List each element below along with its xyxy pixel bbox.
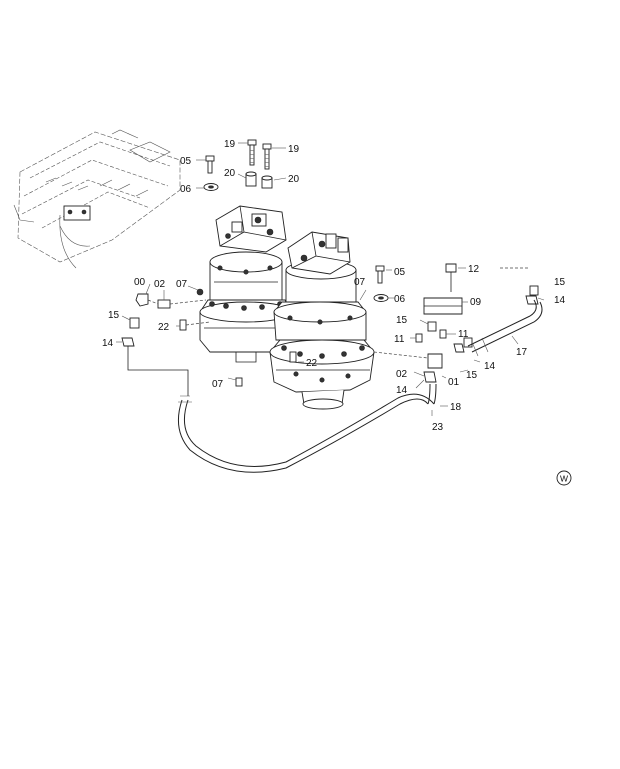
drain-hose <box>127 346 435 473</box>
label-02: 02 <box>396 369 408 380</box>
label-17: 17 <box>516 347 528 358</box>
machine-outline <box>13 129 181 269</box>
leader-lines <box>116 142 545 416</box>
label-14: 14 <box>102 338 114 349</box>
revision-mark-w: W <box>556 470 572 486</box>
label-07: 07 <box>176 279 188 290</box>
label-15: 15 <box>108 310 120 321</box>
right-fittings <box>373 263 543 405</box>
label-15: 15 <box>466 370 478 381</box>
left-fittings <box>121 288 297 387</box>
label-23: 23 <box>432 422 444 433</box>
label-22: 22 <box>306 358 318 369</box>
top-fasteners <box>203 139 389 302</box>
label-22: 22 <box>158 322 170 333</box>
label-07: 07 <box>354 277 366 288</box>
label-11: 11 <box>394 334 405 345</box>
label-12: 12 <box>468 264 480 275</box>
label-01: 01 <box>448 377 460 388</box>
label-15: 15 <box>554 277 566 288</box>
label-20: 20 <box>224 168 236 179</box>
label-07: 07 <box>212 379 224 390</box>
label-14: 14 <box>484 361 496 372</box>
label-19: 19 <box>224 139 236 150</box>
revision-mark-letter: W <box>560 474 568 484</box>
label-05: 05 <box>180 156 192 167</box>
label-18: 18 <box>450 402 462 413</box>
label-11: 11 <box>458 329 469 340</box>
label-19: 19 <box>288 144 300 155</box>
label-00: 00 <box>134 277 146 288</box>
label-14: 14 <box>396 385 408 396</box>
label-06: 06 <box>394 294 406 305</box>
label-05: 05 <box>394 267 406 278</box>
label-20: 20 <box>288 174 300 185</box>
label-06: 06 <box>180 184 192 195</box>
label-09: 09 <box>470 297 482 308</box>
label-14: 14 <box>554 295 566 306</box>
label-02: 02 <box>154 279 166 290</box>
label-15: 15 <box>396 315 408 326</box>
swing-motor-right <box>269 231 375 410</box>
swing-motor-left <box>199 205 293 363</box>
part-labels: 05 06 19 19 20 20 00 02 07 15 14 22 07 2… <box>102 139 566 433</box>
